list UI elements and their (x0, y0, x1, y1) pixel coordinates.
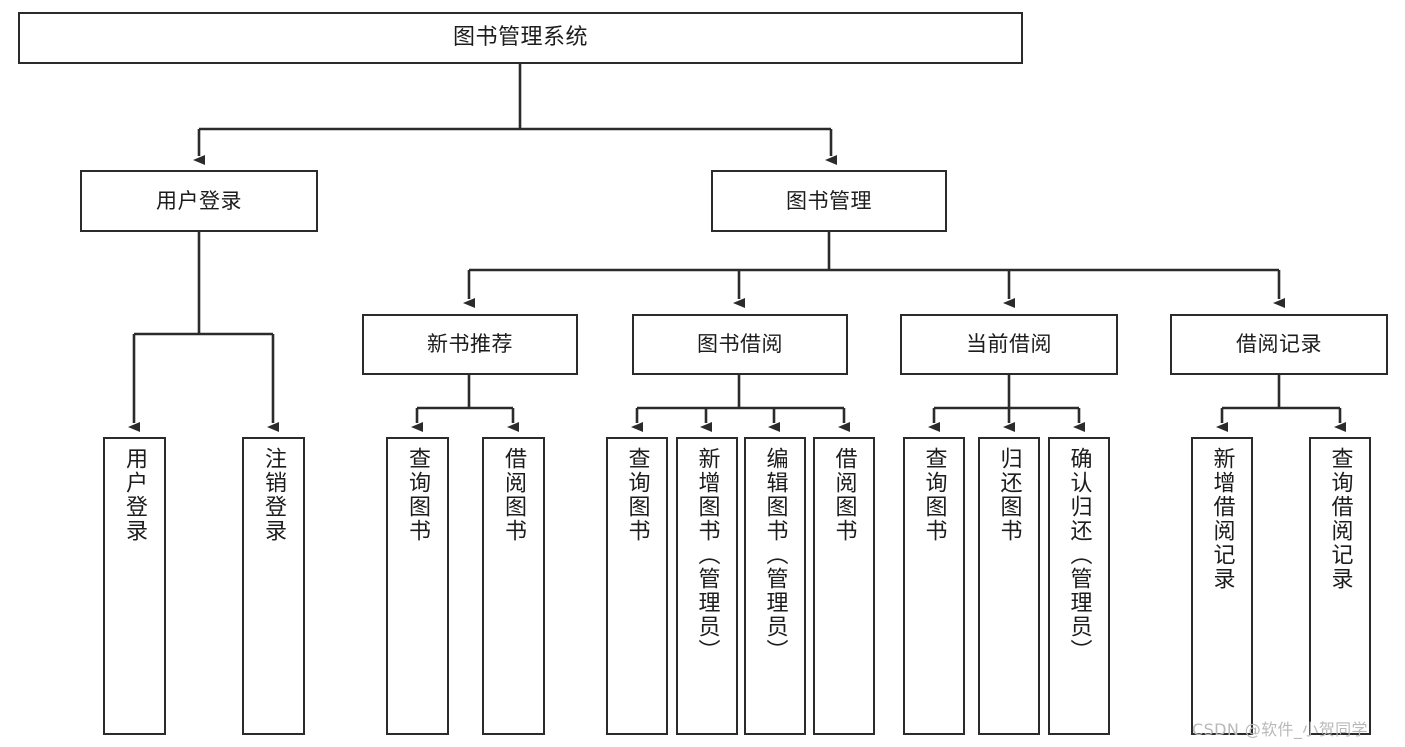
node-label: 注销登录 (261, 447, 287, 543)
node-leaf-return-book[interactable]: 归还图书 (978, 437, 1040, 735)
csdn-watermark: CSDN @软件_小贺同学 (1192, 720, 1368, 739)
node-leaf-add-book-admin[interactable]: 新增图书（管理员） (676, 437, 738, 735)
node-book-borrow[interactable]: 图书借阅 (632, 314, 848, 375)
node-borrow-record[interactable]: 借阅记录 (1170, 314, 1388, 375)
node-leaf-edit-book-admin[interactable]: 编辑图书（管理员） (744, 437, 806, 735)
node-label: 确认归还（管理员） (1066, 447, 1092, 663)
node-label: 图书借阅 (697, 332, 783, 357)
node-current-borrow[interactable]: 当前借阅 (900, 314, 1118, 375)
node-label: 用户登录 (122, 447, 148, 543)
node-leaf-borrow-book[interactable]: 借阅图书 (813, 437, 875, 735)
node-book-management[interactable]: 图书管理 (711, 170, 947, 232)
node-leaf-logout[interactable]: 注销登录 (242, 437, 305, 735)
node-label: 图书管理 (786, 188, 872, 213)
node-label: 新增图书（管理员） (694, 447, 720, 663)
node-user-login[interactable]: 用户登录 (80, 170, 318, 232)
node-label: 用户登录 (156, 188, 242, 213)
node-label: 查询图书 (624, 447, 650, 543)
node-label: 图书管理系统 (452, 25, 588, 51)
node-new-book-recommend[interactable]: 新书推荐 (362, 314, 578, 375)
node-root-system[interactable]: 图书管理系统 (18, 12, 1023, 64)
node-leaf-query-book-recommend[interactable]: 查询图书 (386, 437, 449, 735)
node-label: 新增借阅记录 (1209, 447, 1235, 591)
node-label: 查询图书 (405, 447, 431, 543)
node-leaf-confirm-return-admin[interactable]: 确认归还（管理员） (1048, 437, 1110, 735)
node-leaf-query-borrow-record[interactable]: 查询借阅记录 (1309, 437, 1371, 735)
node-label: 查询图书 (921, 447, 947, 543)
node-label: 查询借阅记录 (1327, 447, 1353, 591)
node-leaf-query-book-current[interactable]: 查询图书 (903, 437, 965, 735)
node-label: 借阅图书 (831, 447, 857, 543)
node-leaf-borrow-book-recommend[interactable]: 借阅图书 (482, 437, 545, 735)
node-leaf-query-book-borrow[interactable]: 查询图书 (606, 437, 668, 735)
node-label: 编辑图书（管理员） (762, 447, 788, 663)
node-label: 新书推荐 (427, 332, 513, 357)
node-label: 当前借阅 (966, 332, 1052, 357)
node-label: 借阅图书 (501, 447, 527, 543)
node-label: 借阅记录 (1236, 332, 1322, 357)
node-leaf-user-login[interactable]: 用户登录 (103, 437, 166, 735)
node-leaf-add-borrow-record[interactable]: 新增借阅记录 (1191, 437, 1253, 735)
node-label: 归还图书 (996, 447, 1022, 543)
